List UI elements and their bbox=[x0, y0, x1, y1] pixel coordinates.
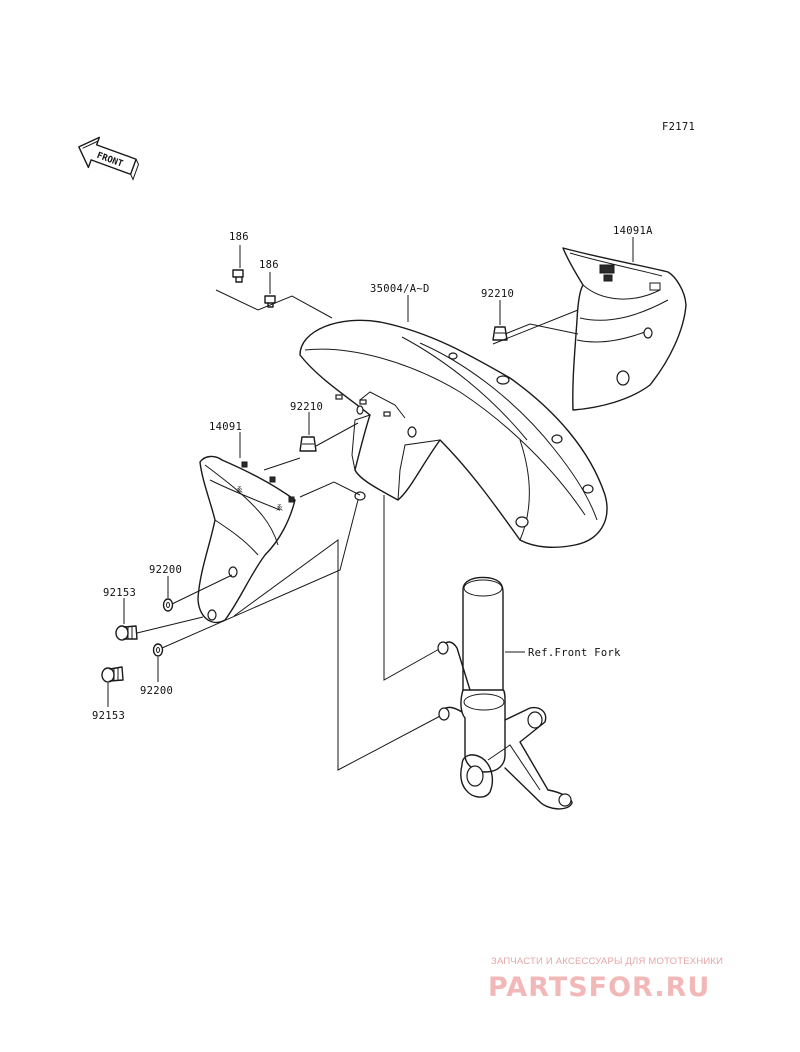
label-14091: 14091 bbox=[209, 421, 242, 433]
bolt-186-upper-left[interactable] bbox=[232, 269, 244, 283]
svg-text:ゑ: ゑ bbox=[276, 504, 283, 512]
bolt-92153-lower[interactable] bbox=[101, 666, 124, 683]
label-92210-upper: 92210 bbox=[481, 288, 514, 300]
figure-code: F2171 bbox=[662, 121, 695, 133]
washer-92200-upper[interactable] bbox=[162, 598, 174, 612]
label-186-left: 186 bbox=[229, 231, 249, 243]
label-186-right: 186 bbox=[259, 259, 279, 271]
watermark-tagline: ЗАПЧАСТИ И АКСЕССУАРЫ ДЛЯ МОТОТЕХНИКИ bbox=[491, 956, 723, 967]
washer-92200-lower[interactable] bbox=[152, 643, 164, 657]
svg-text:ゑ: ゑ bbox=[236, 486, 243, 494]
bolt-92153-upper[interactable] bbox=[115, 625, 138, 641]
label-92153-lower: 92153 bbox=[92, 710, 125, 722]
left-cover-14091[interactable]: ゑ ゑ bbox=[197, 455, 296, 624]
watermark-site: PARTSFOR.RU bbox=[488, 972, 710, 1003]
label-92210-lower: 92210 bbox=[290, 401, 323, 413]
clip-92210-lower[interactable] bbox=[299, 436, 317, 452]
label-92200-lower: 92200 bbox=[140, 685, 173, 697]
label-92200-upper: 92200 bbox=[149, 564, 182, 576]
right-cover-14091a[interactable] bbox=[562, 247, 687, 411]
label-14091a: 14091A bbox=[613, 225, 653, 237]
label-35004: 35004/A~D bbox=[370, 283, 430, 295]
label-ref-front-fork: Ref.Front Fork bbox=[528, 647, 621, 659]
bolt-186-upper-right[interactable] bbox=[264, 295, 276, 308]
front-fender[interactable] bbox=[299, 319, 608, 548]
front-direction-arrow: FRONT bbox=[78, 136, 140, 181]
label-92153-upper: 92153 bbox=[103, 587, 136, 599]
front-fork-reference[interactable] bbox=[437, 576, 573, 810]
clip-92210-upper[interactable] bbox=[492, 326, 508, 341]
